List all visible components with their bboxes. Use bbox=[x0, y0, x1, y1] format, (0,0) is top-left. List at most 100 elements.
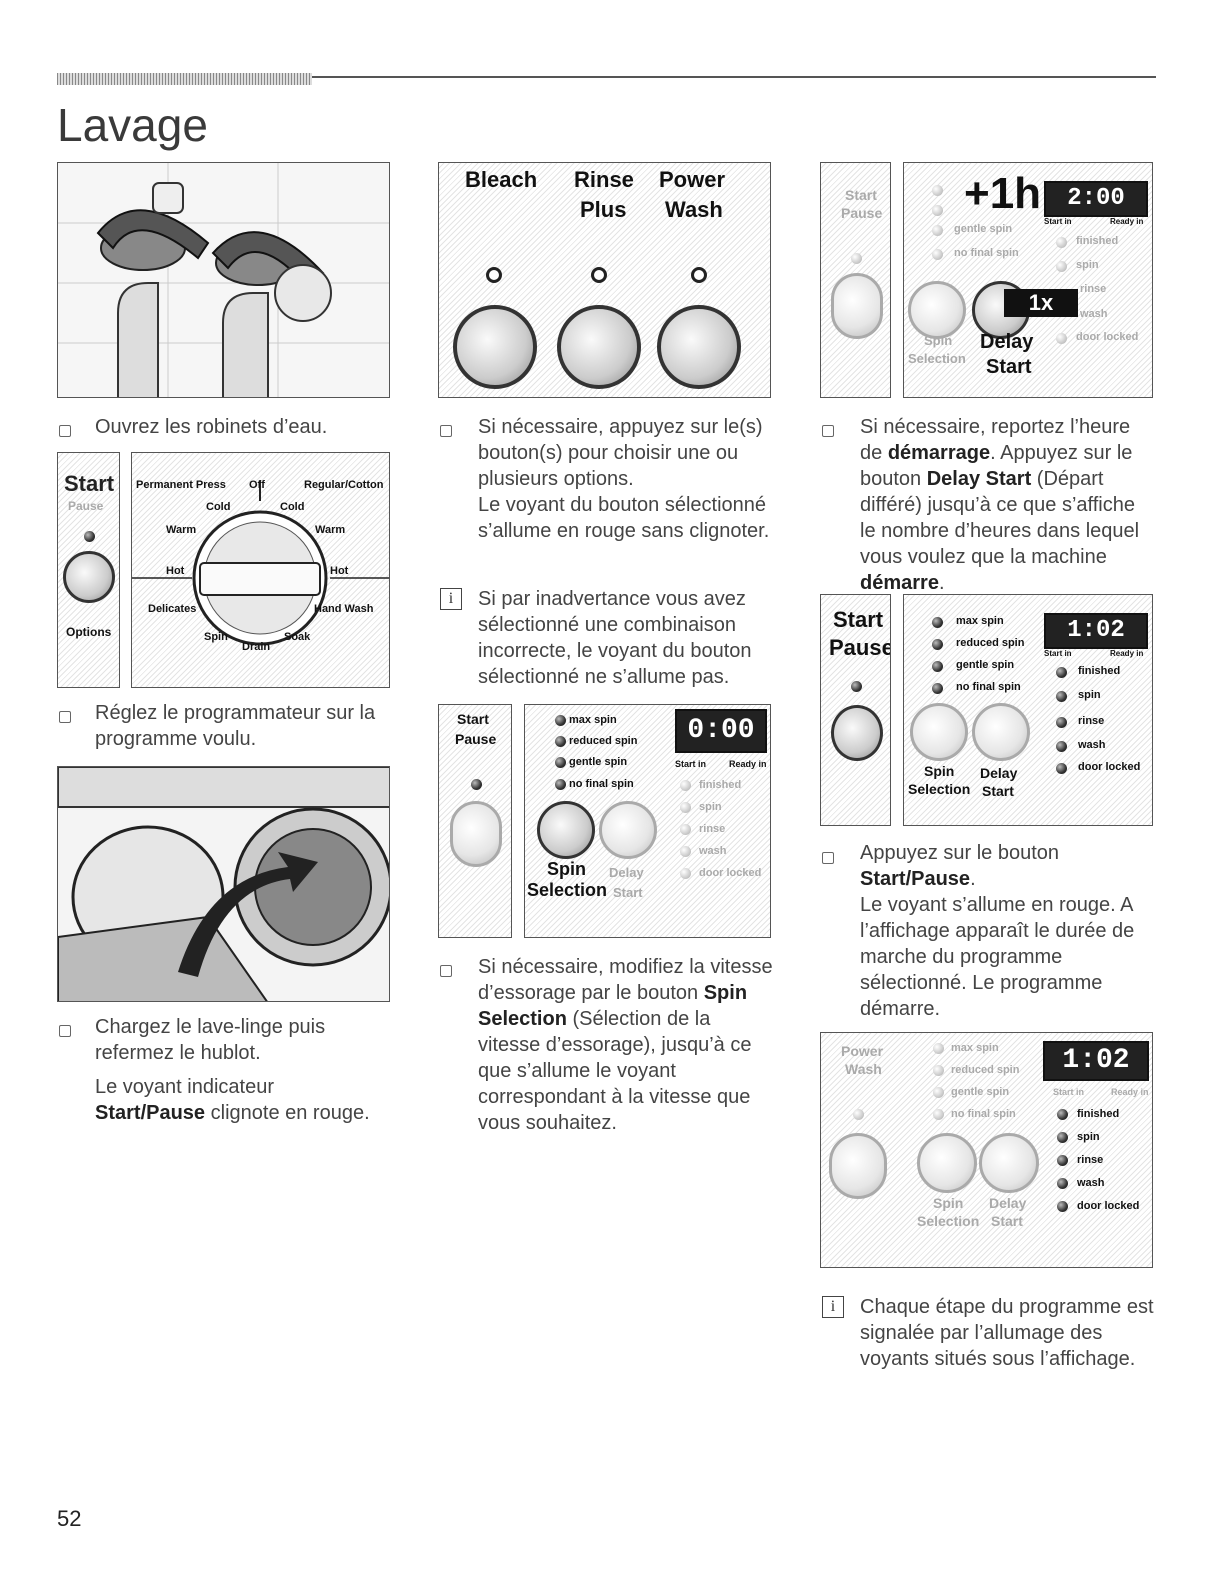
no-final-spin-label: no final spin bbox=[569, 778, 634, 790]
faucet-illustration bbox=[57, 162, 390, 398]
max-spin-label: max spin bbox=[569, 714, 617, 726]
rinse-plus-led bbox=[591, 267, 607, 283]
delay-text-mid: . Appuyez sur le bouton bbox=[860, 442, 1133, 490]
spin-selection-label-1: Spin bbox=[924, 333, 953, 348]
gentle-spin-led bbox=[933, 1087, 944, 1098]
no-final-spin-label: no final spin bbox=[956, 681, 1021, 693]
max-spin-label: max spin bbox=[951, 1042, 999, 1054]
info-icon: i bbox=[440, 588, 462, 610]
no-final-spin-led bbox=[932, 683, 943, 694]
rinse-label: rinse bbox=[1077, 1154, 1104, 1166]
door-locked-led bbox=[680, 868, 691, 879]
ready-in-label: Ready in bbox=[1111, 1087, 1149, 1097]
start-pause-button[interactable] bbox=[831, 273, 883, 339]
finished-label: finished bbox=[1078, 665, 1121, 677]
rinse-plus-button[interactable] bbox=[557, 305, 641, 389]
start-pause-panel: Start Pause Options bbox=[57, 452, 120, 688]
spin-label: spin bbox=[1076, 259, 1099, 271]
reduced-spin-led bbox=[933, 1065, 944, 1076]
bleach-led bbox=[486, 267, 502, 283]
start-led bbox=[471, 779, 482, 790]
checkbox-bullet bbox=[440, 965, 452, 977]
delay-start-button[interactable] bbox=[972, 703, 1030, 761]
label-permanent-press: Permanent Press bbox=[136, 479, 226, 491]
reduced-spin-led bbox=[555, 736, 566, 747]
checkbox-bullet bbox=[59, 1025, 71, 1037]
time-display: 1:02 bbox=[1044, 613, 1148, 649]
label-hot-left: Hot bbox=[166, 565, 185, 577]
gentle-spin-led bbox=[932, 661, 943, 672]
rinse-led bbox=[680, 824, 691, 835]
start-text-bold: Start/Pause bbox=[860, 868, 971, 890]
rinse-label: rinse bbox=[699, 823, 726, 835]
spin-led bbox=[1057, 1132, 1068, 1143]
rinse-label: Rinse bbox=[574, 167, 634, 192]
start-in-label: Start in bbox=[1044, 217, 1072, 226]
plus-label: Plus bbox=[580, 197, 627, 222]
no-final-spin-led bbox=[932, 249, 943, 260]
power-wash-led bbox=[691, 267, 707, 283]
start-in-label: Start in bbox=[675, 759, 707, 769]
start-pause-button[interactable] bbox=[63, 551, 115, 603]
delay-text-post: (Départ différé) jusqu’à ce que s’affich… bbox=[860, 468, 1140, 568]
door-locked-label: door locked bbox=[1077, 1200, 1140, 1212]
label-warm-left: Warm bbox=[166, 524, 197, 536]
spin-selection-button[interactable] bbox=[908, 281, 966, 339]
delay-start-label: Start bbox=[991, 1213, 1023, 1229]
spin-selection-button[interactable] bbox=[917, 1133, 977, 1193]
spin-label: spin bbox=[1078, 689, 1101, 701]
power-wash-led bbox=[853, 1109, 864, 1120]
spin-selection-button[interactable] bbox=[537, 801, 595, 859]
running-program-panel: Power Wash max spin reduced spin gentle … bbox=[820, 1032, 1153, 1268]
rinse-led bbox=[1057, 1155, 1068, 1166]
press-count-badge: 1x bbox=[1004, 289, 1078, 317]
start-text-pre: Appuyez sur le bouton bbox=[860, 842, 1060, 864]
max-spin-label: max spin bbox=[956, 615, 1004, 627]
faucet-drawing bbox=[58, 163, 389, 397]
delay-label: Delay bbox=[989, 1195, 1027, 1211]
delay-start-panel: gentle spin no final spin +1h 2:00 Start… bbox=[903, 162, 1153, 398]
pause-label: Pause bbox=[455, 731, 497, 747]
spin-text-post: (Sélection de la vitesse d’essorage), ju… bbox=[478, 1008, 752, 1134]
start-pause-button[interactable] bbox=[831, 705, 883, 761]
delay-start-button[interactable] bbox=[599, 801, 657, 859]
power-wash-button[interactable] bbox=[829, 1133, 887, 1199]
start-text-post: Le voyant s’allume en rouge. A l’afficha… bbox=[860, 894, 1135, 1020]
power-wash-button[interactable] bbox=[657, 305, 741, 389]
delay-start-button[interactable] bbox=[979, 1133, 1039, 1193]
spin-selection-button[interactable] bbox=[910, 703, 968, 761]
checkbox-bullet bbox=[59, 711, 71, 723]
step-set-program: Réglez le programmateur sur la programme… bbox=[95, 702, 376, 750]
gentle-spin-label: gentle spin bbox=[569, 756, 628, 768]
spin-led bbox=[680, 802, 691, 813]
bleach-button[interactable] bbox=[453, 305, 537, 389]
note-bold: Start/Pause bbox=[95, 1102, 206, 1124]
options-text-b: Le voyant du bouton sélectionné s’allume… bbox=[478, 494, 770, 542]
finished-label: finished bbox=[1076, 235, 1119, 247]
label-delicates: Delicates bbox=[148, 603, 197, 615]
delay-label: Delay bbox=[980, 765, 1018, 781]
pause-label: Pause bbox=[829, 635, 891, 660]
note-pre: Le voyant indicateur bbox=[95, 1076, 275, 1098]
no-final-spin-label: no final spin bbox=[954, 247, 1019, 259]
door-locked-led bbox=[1056, 763, 1067, 774]
label-cold-right: Cold bbox=[280, 501, 305, 513]
gentle-spin-label: gentle spin bbox=[951, 1086, 1010, 1098]
spin-selection-label-2: Selection bbox=[908, 781, 971, 797]
start-pause-button[interactable] bbox=[450, 801, 502, 867]
start-led bbox=[851, 253, 862, 264]
spin-text-pre: Si nécessaire, modifiez la vitesse d’ess… bbox=[478, 956, 773, 1004]
wash-option-label: Wash bbox=[845, 1061, 882, 1077]
gentle-spin-led bbox=[555, 757, 566, 768]
gentle-spin-led bbox=[932, 225, 943, 236]
door-locked-label: door locked bbox=[1078, 761, 1141, 773]
pause-label: Pause bbox=[68, 499, 104, 513]
start-led bbox=[84, 531, 95, 542]
wash-label: Wash bbox=[665, 197, 723, 222]
delay-start-pause-panel: Start Pause bbox=[820, 162, 891, 398]
spin-selection-label-2: Selection bbox=[908, 351, 966, 366]
start-label: Start bbox=[64, 471, 115, 496]
door-locked-label: door locked bbox=[699, 867, 762, 879]
spin-start-panel: Start Pause bbox=[438, 704, 512, 938]
finished-led bbox=[680, 780, 691, 791]
